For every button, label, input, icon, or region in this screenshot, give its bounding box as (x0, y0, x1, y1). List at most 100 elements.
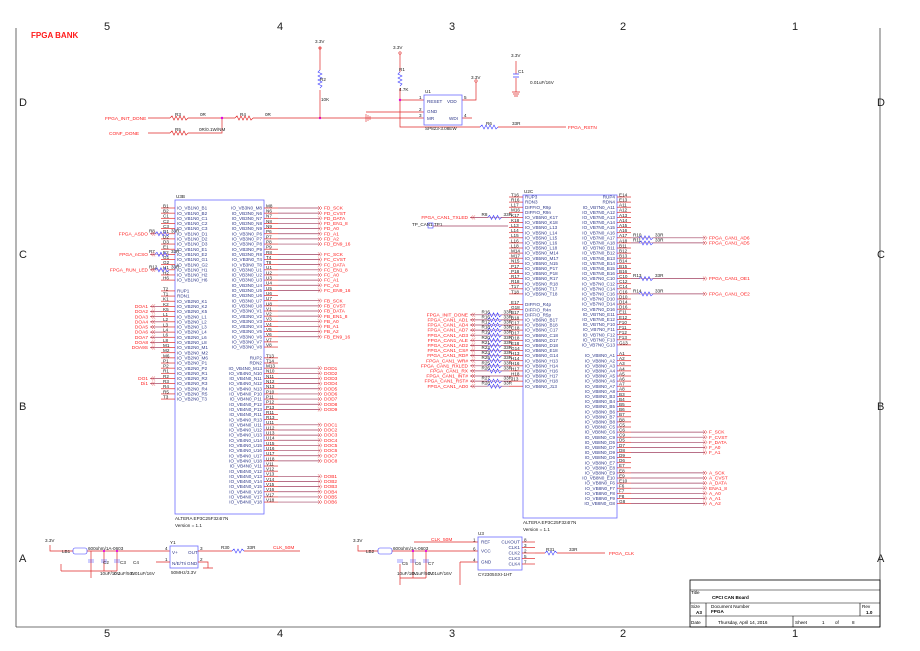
pin-name: IO_VB1N0_H1 (177, 267, 208, 272)
pin-number: R18 (511, 279, 520, 284)
off-page-connector-icon (702, 475, 708, 481)
net-connection: DOA7 (135, 335, 161, 341)
pin-number: D3 (163, 239, 169, 244)
resistor-ref: R19 (482, 330, 491, 335)
pin-name: IO_VB4N0_P12 (229, 402, 262, 407)
pin-number: M6 (163, 353, 170, 358)
pin-number: D7 (619, 443, 625, 448)
pin-number: A6 (619, 377, 625, 382)
u3-pin-number: 7 (524, 559, 527, 564)
pin-number: L13 (511, 223, 519, 228)
zone-right-d: D (877, 97, 885, 109)
y1-pinnum-2: 2 (200, 557, 203, 562)
pin-number: U16 (266, 446, 275, 451)
pin-name: IO_VB6N0_J13 (525, 384, 557, 389)
pin-number: C3 (163, 224, 169, 229)
pin-name: IO_VB6N0_D18 (525, 343, 558, 348)
resistor-icon (487, 378, 502, 384)
off-page-connector-icon (317, 453, 323, 458)
zone-top-4: 4 (277, 21, 283, 33)
pin-name: IO_VB6N0_H17 (525, 374, 558, 379)
lb1-ref: LB1 (62, 549, 71, 554)
off-page-connector-icon (470, 363, 476, 368)
pin-name: IO_VB4N0_V17 (229, 495, 262, 500)
off-page-connector-icon (702, 440, 708, 445)
off-page-connector-icon (702, 276, 708, 281)
pin-name: IO_VB3N0_V2 (232, 314, 263, 319)
net-label: DOA8 (135, 340, 148, 346)
pin-number: L3 (163, 322, 169, 327)
pin-name: IO_VB7N0_A18 (582, 241, 615, 246)
pin-name: IO_VB4N0_U13 (229, 433, 262, 438)
net-conf-done: CONF_DONE (109, 131, 139, 137)
net-label: A_SCK (709, 471, 726, 477)
pin-name: IO_VB7N0_B12 (582, 251, 615, 256)
net-label: DOA7 (135, 335, 148, 341)
net-label: DOC4 (324, 438, 338, 444)
net-label: DOD1 (324, 366, 338, 372)
zone-left-a: A (19, 553, 27, 565)
date-label: Date (691, 620, 701, 625)
pin-number: G1 (163, 255, 170, 260)
net-label: DO1 (138, 376, 148, 382)
pin-name: IO_VB8N0_B3 (585, 394, 616, 399)
r4-ref: R4 (240, 112, 246, 117)
off-page-connector-icon (317, 479, 323, 484)
pin-number: B6 (619, 407, 625, 412)
u1-pin-gnd: GND (427, 109, 438, 114)
y1-oscillator (169, 545, 199, 569)
pin-number: F7 (619, 489, 625, 494)
pin-number: M16 (511, 208, 520, 213)
net-label: DOC2 (324, 428, 338, 434)
net-label: F_A0 (709, 445, 721, 451)
pin-number: E14 (619, 192, 628, 197)
pin-number: G8 (619, 499, 626, 504)
net-label: FPGA_CAN1_RST# (425, 379, 469, 385)
off-page-connector-icon (702, 435, 708, 440)
pin-name: IO_VB3N0_U5 (232, 288, 263, 293)
resistor-icon (487, 327, 502, 333)
net-label: A_CVST (709, 476, 728, 482)
net-label: FPGA_CAN1_RX (430, 369, 469, 375)
supply-3v3-osc: 3.3V (45, 538, 55, 543)
pin-number: A18 (619, 238, 628, 243)
pin-number: U13 (266, 431, 275, 436)
pin-number: U8 (266, 301, 272, 306)
pin-name: IO_VB1N0_C2 (177, 221, 208, 226)
pin-number: N8 (266, 219, 272, 224)
pin-number: V5 (266, 327, 272, 332)
pin-number: E18 (511, 341, 520, 346)
net-label: FPGA_CAN1_AD5 (709, 241, 750, 247)
net-connection: FD_A2 (278, 237, 339, 243)
off-page-connector-icon (150, 376, 156, 381)
pin-number: P8 (266, 239, 272, 244)
pin-number: E12 (619, 315, 628, 320)
net-label: FPGA_CAN1_AD0 (427, 384, 468, 390)
resistor-ref: R22 (482, 345, 491, 350)
resistor-value: 33R (504, 314, 513, 319)
pin-number: A17 (619, 233, 628, 238)
net-label: FD_A1 (324, 231, 339, 237)
pin-number: V6 (266, 332, 272, 337)
chip-part: ALTERA EP3C25F324I7N (175, 516, 228, 521)
resistor-ref: R14 (633, 288, 642, 293)
test-point-tp1: TP_CAN1 TP1 (412, 222, 508, 229)
pin-name: IO_VB3N0_P6 (232, 231, 263, 236)
resistor-value: 33R (171, 249, 180, 254)
net-label: FD_A0 (324, 226, 339, 232)
pin-name: IO_VB5N0_L13 (525, 225, 558, 230)
pin-number: R17 (511, 274, 520, 279)
net-label: Di1 (141, 381, 149, 387)
pin-number: T17 (511, 284, 519, 289)
r31-ref: R31 (546, 547, 555, 552)
net-connection: DOA4 (135, 319, 161, 325)
rev-label: Rev (862, 604, 871, 609)
pin-name: IO_VB3N0_P7 (232, 237, 263, 242)
pin-name: IO_VB3N0_P9 (232, 247, 263, 252)
chip-body (522, 194, 618, 519)
net-connection: DOC5 (278, 443, 338, 449)
pin-name: RDN4 (602, 200, 615, 205)
resistor-ref: R17 (482, 320, 491, 325)
